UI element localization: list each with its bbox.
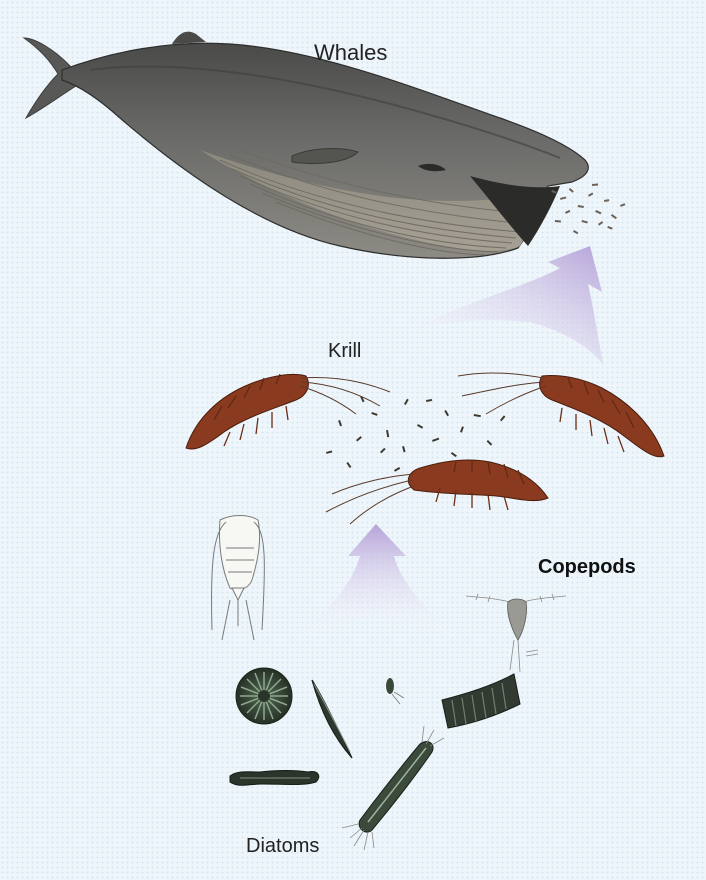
- diatom-spindle: [312, 680, 352, 758]
- krill-center: [326, 460, 548, 524]
- diatom-rod: [230, 771, 319, 786]
- diatoms-label: Diatoms: [246, 835, 319, 858]
- whale-food-specks: [551, 183, 625, 234]
- diatom-small: [386, 678, 404, 704]
- whales-label: Whales: [314, 40, 387, 66]
- copepod-small-illustration: [466, 594, 566, 672]
- arrow-krill-to-whale: [410, 246, 604, 366]
- krill-label: Krill: [328, 340, 361, 363]
- copepods-label: Copepods: [538, 556, 636, 579]
- diatom-disc: [236, 668, 292, 724]
- arrow-plankton-to-krill: [298, 524, 458, 640]
- diatom-cylinder: [342, 726, 444, 850]
- whale-illustration: [24, 32, 588, 259]
- diatom-chain: [442, 674, 520, 728]
- copepod-outline-illustration: [212, 516, 265, 641]
- krill-right: [458, 373, 664, 457]
